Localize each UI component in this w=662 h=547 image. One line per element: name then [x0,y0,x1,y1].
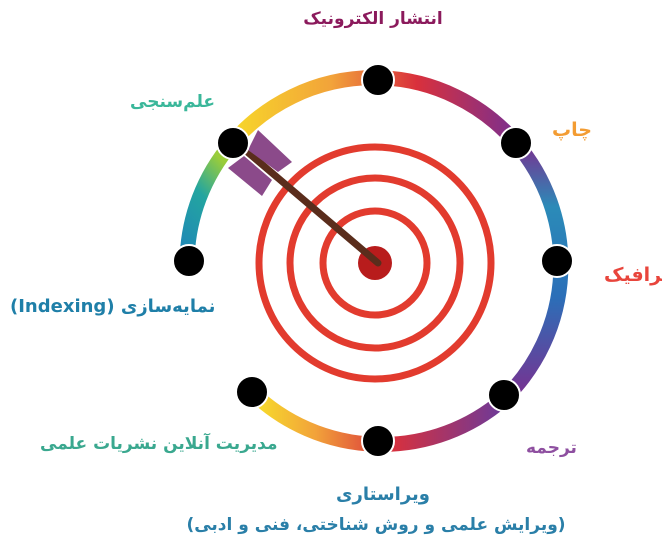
ring-arc-left [179,138,238,262]
node-translation [487,378,521,412]
label-scientometrics: علم‌سنجی [130,92,215,112]
node-online-management [235,375,269,409]
label-graphics: گرافیک [604,264,662,286]
target-ring-3 [319,207,431,319]
label-printing: چاپ [552,119,592,141]
node-editing [361,424,395,458]
arrow-fletching [228,130,292,196]
label-indexing: نمایه‌سازی (Indexing) [10,296,216,317]
label-online-management: مدیریت آنلاین نشریات علمی [40,434,278,454]
label-editing-detail: (ویرایش علمی و روش شناختی، فنی و ادبی) [186,515,566,535]
node-indexing [172,244,206,278]
arrow-shaft [241,146,382,267]
label-translation: ترجمه [526,438,577,458]
label-electronic-publishing: انتشار الکترونیک [303,9,443,29]
target-ring-2 [286,174,464,352]
node-electronic-publishing [361,63,395,97]
node-printing [499,126,533,160]
node-scientometrics [216,126,250,160]
node-graphics [540,244,574,278]
label-editing: ویراستاری [336,484,430,505]
target-ring-outer [255,143,495,383]
